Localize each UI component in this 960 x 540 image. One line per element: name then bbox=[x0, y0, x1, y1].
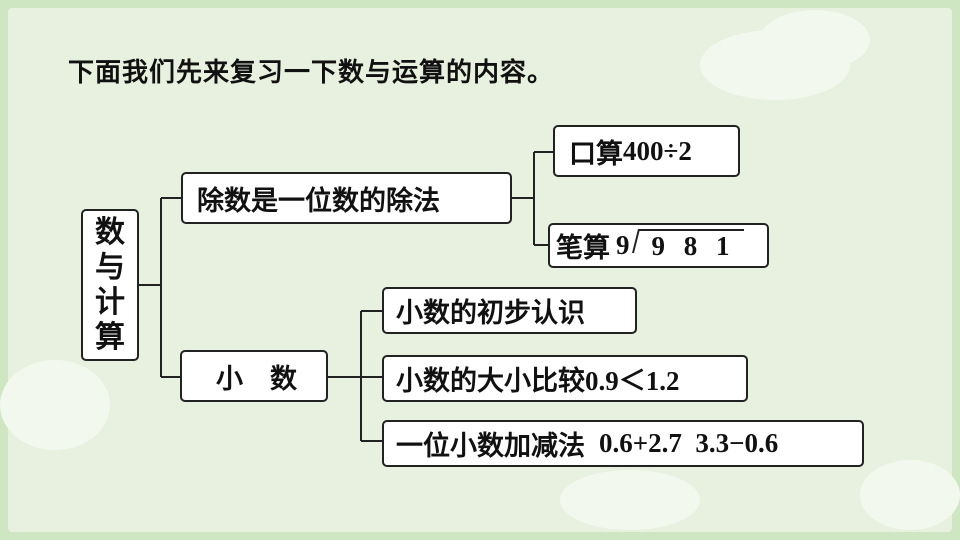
dividend: 9 8 1 bbox=[651, 231, 736, 261]
root-char: 计 bbox=[95, 285, 125, 320]
node-decimal-comparison: 小数的大小比较 0.9＜1.2 bbox=[382, 355, 748, 402]
comparison-expression: 0.9＜1.2 bbox=[585, 366, 680, 396]
cloud-decoration bbox=[760, 10, 870, 70]
node-label: 一位小数加减法 bbox=[396, 431, 585, 462]
divisor: 9 bbox=[616, 230, 630, 260]
node-label: 小 数 bbox=[216, 363, 297, 395]
node-label: 除数是一位数的除法 bbox=[197, 185, 440, 217]
cloud-decoration bbox=[860, 460, 960, 530]
node-label: 笔算 bbox=[556, 233, 610, 264]
root-char: 与 bbox=[95, 250, 125, 285]
page-heading: 下面我们先来复习一下数与运算的内容。 bbox=[68, 58, 555, 88]
node-division-by-one-digit: 除数是一位数的除法 bbox=[181, 172, 512, 224]
root-node-number-and-operation: 数 与 计 算 bbox=[81, 209, 139, 361]
cloud-decoration bbox=[0, 360, 110, 450]
node-label: 口算 bbox=[569, 138, 623, 170]
node-decimal-add-subtract: 一位小数加减法 0.6+2.7 3.3−0.6 bbox=[382, 420, 864, 467]
node-written-calculation: 笔算 9 9 8 1 bbox=[548, 223, 769, 268]
add-subtract-expression: 0.6+2.7 3.3−0.6 bbox=[599, 428, 779, 458]
node-label: 小数的大小比较 bbox=[396, 366, 585, 397]
node-oral-calculation: 口算 400÷2 bbox=[553, 125, 740, 177]
cloud-decoration bbox=[560, 470, 700, 530]
root-char: 算 bbox=[95, 320, 125, 355]
oral-expression: 400÷2 bbox=[623, 135, 692, 166]
root-char: 数 bbox=[95, 215, 125, 250]
long-division-bracket: 9 8 1 bbox=[637, 229, 744, 262]
node-decimal-introduction: 小数的初步认识 bbox=[382, 287, 637, 334]
node-label: 小数的初步认识 bbox=[396, 298, 585, 329]
node-decimals: 小 数 bbox=[180, 350, 328, 402]
